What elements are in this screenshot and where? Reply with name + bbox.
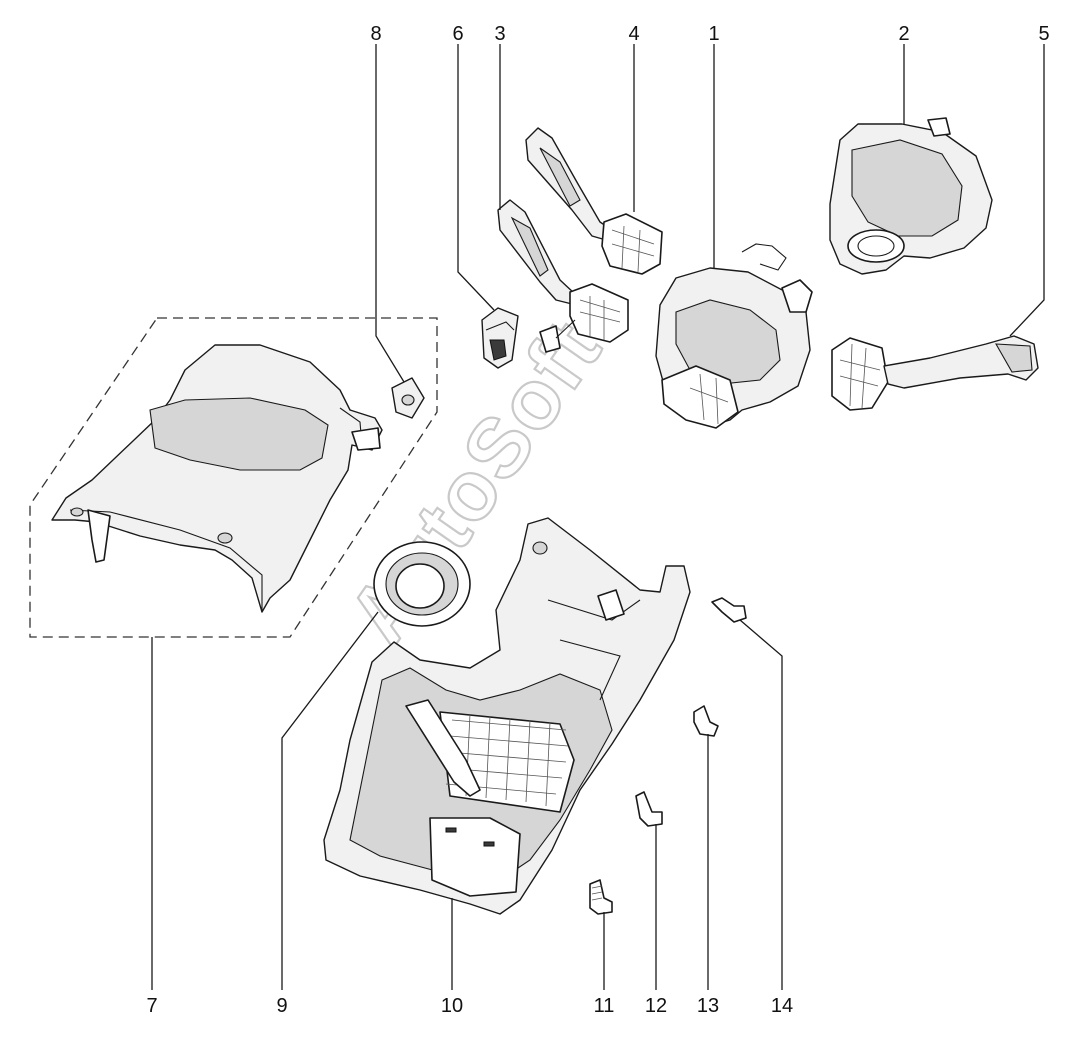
screw-part-14 bbox=[711, 597, 747, 623]
callout-11: 11 bbox=[594, 995, 615, 1017]
lock-housing-part bbox=[829, 117, 993, 275]
callout-10: 10 bbox=[441, 995, 463, 1017]
callout-2: 2 bbox=[898, 23, 909, 45]
wiper-stalk-part bbox=[525, 127, 663, 275]
callout-5: 5 bbox=[1038, 23, 1049, 45]
leader-5 bbox=[1009, 44, 1045, 337]
callout-13: 13 bbox=[697, 995, 719, 1017]
screw-part-12 bbox=[635, 791, 663, 827]
callout-numbers: 1 2 3 4 5 6 7 8 9 10 11 12 13 14 bbox=[146, 23, 1049, 1017]
turn-signal-stalk-part bbox=[497, 199, 629, 353]
callout-4: 4 bbox=[628, 23, 639, 45]
upper-shroud-part bbox=[51, 344, 383, 613]
leader-lines bbox=[151, 44, 1045, 990]
lower-shroud-part bbox=[323, 517, 691, 915]
switch-cap-part bbox=[481, 307, 519, 369]
callout-1: 1 bbox=[708, 23, 719, 45]
part-7-group-outline bbox=[29, 317, 438, 638]
leader-6 bbox=[457, 44, 495, 311]
leader-8 bbox=[375, 44, 405, 383]
callout-8: 8 bbox=[370, 23, 381, 45]
leader-9 bbox=[281, 611, 379, 990]
screw-part-13 bbox=[693, 705, 719, 737]
callout-6: 6 bbox=[452, 23, 463, 45]
right-stalk-part bbox=[831, 335, 1039, 411]
callout-14: 14 bbox=[771, 995, 793, 1017]
screw-part-11 bbox=[589, 879, 613, 915]
callout-7: 7 bbox=[146, 995, 157, 1017]
clip-nut-part bbox=[391, 377, 425, 419]
callout-3: 3 bbox=[494, 23, 505, 45]
combination-switch-part bbox=[655, 243, 813, 429]
callout-9: 9 bbox=[276, 995, 287, 1017]
bearing-ring-part bbox=[373, 541, 471, 627]
callout-12: 12 bbox=[645, 995, 667, 1017]
leader-14 bbox=[739, 619, 783, 990]
